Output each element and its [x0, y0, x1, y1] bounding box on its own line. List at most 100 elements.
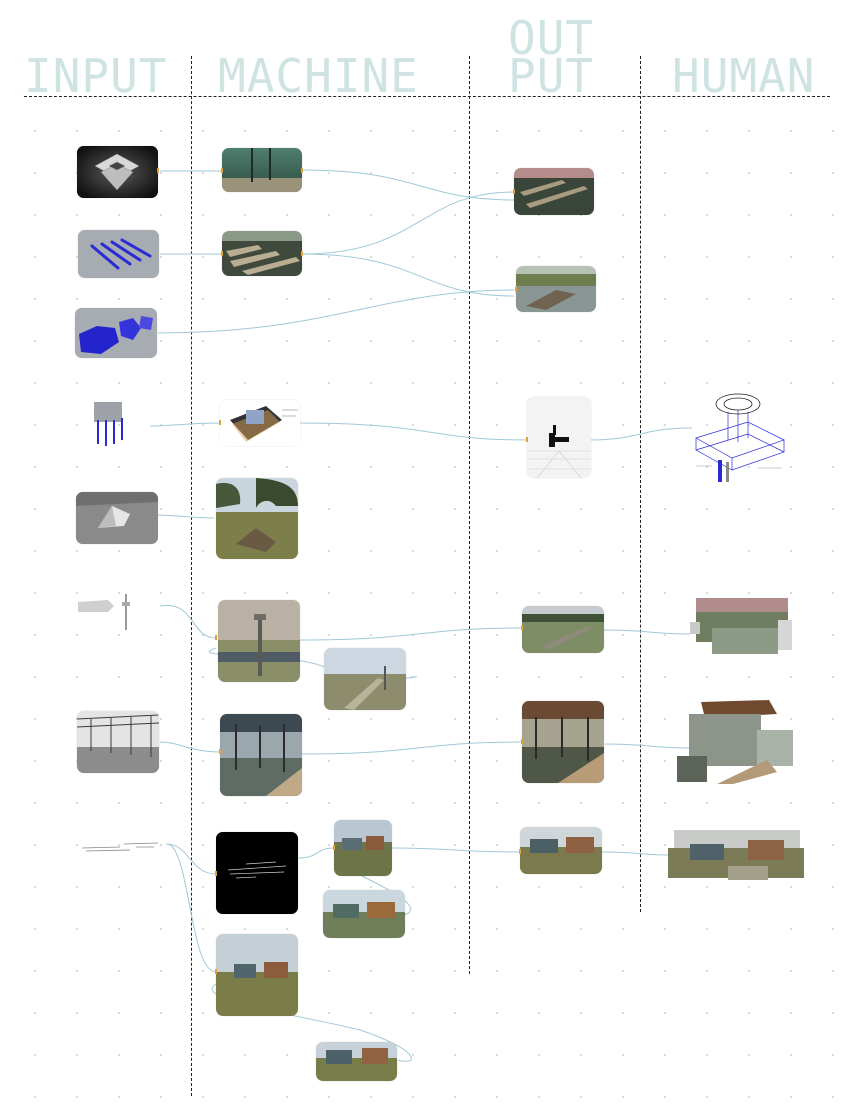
input-node-block[interactable] [75, 308, 157, 358]
annotated-axonometric-thumbnail [695, 393, 785, 482]
blue-block-model-thumbnail [75, 308, 157, 358]
output-node-marsh-structure[interactable] [516, 266, 596, 312]
link-m2-o1 [301, 191, 515, 255]
link-m7-in8 [165, 843, 217, 875]
input-node-ramp[interactable] [76, 492, 158, 544]
modular-lattice-thumbnail [77, 146, 158, 198]
dark-line-render-thumbnail [216, 832, 298, 914]
input-node-pavilion-wireframe[interactable] [77, 711, 159, 773]
link-m8-in8 [167, 843, 217, 973]
human-node-axonometric[interactable] [692, 388, 788, 490]
connector-port[interactable] [215, 969, 217, 974]
stacked-pavilion-grass-thumbnail [216, 934, 298, 1016]
line-sketch-thumbnail [81, 842, 159, 852]
link-m3-in4 [149, 422, 221, 427]
machine-node-underwater-pier[interactable] [222, 148, 302, 192]
link-m6-in7 [159, 741, 221, 753]
column-header-output-top: OUT [508, 11, 595, 65]
link-m4-in5 [157, 514, 215, 519]
output-node-oyster-rows[interactable] [514, 168, 594, 215]
link-o3-h1 [589, 427, 693, 441]
connector-port[interactable] [519, 849, 521, 854]
connector-port[interactable] [515, 287, 517, 292]
column-header-human: HUMAN [672, 49, 816, 103]
connector-port[interactable] [219, 749, 221, 754]
input-node-tower-frame[interactable] [90, 400, 130, 448]
ramp-shelter-thumbnail [76, 492, 158, 544]
machine-node-dark-render[interactable] [216, 832, 298, 914]
stacked-pavilion-wide-thumbnail [316, 1042, 397, 1081]
stacked-pavilion-thumbnail [334, 820, 392, 876]
human-node-marsh-collage[interactable] [690, 598, 792, 654]
column-header-output-bottom: PUT [508, 49, 595, 103]
column-header-machine: MACHINE [218, 49, 419, 103]
input-node-rails[interactable] [78, 230, 159, 278]
underwater-pier-thumbnail [222, 148, 302, 192]
machine-node-pavilion-grass[interactable] [216, 934, 298, 1016]
connector-port[interactable] [526, 437, 528, 442]
connector-port[interactable] [521, 625, 523, 630]
machine-node-stacked-pavilion-water[interactable] [323, 890, 405, 938]
covered-boardwalk-thumbnail [220, 714, 302, 796]
connector-port[interactable] [333, 845, 335, 850]
column-divider-input-machine [191, 56, 192, 1096]
machine-node-tower-sheet[interactable] [220, 400, 300, 446]
machine-node-pavilion-wide[interactable] [316, 1042, 397, 1081]
input-node-boat-sketch[interactable] [78, 592, 134, 632]
output-node-figure-grid[interactable] [527, 397, 591, 478]
marsh-dock-thumbnail [522, 606, 604, 653]
oyster-bed-marsh-thumbnail [222, 231, 302, 276]
connector-port[interactable] [215, 635, 217, 640]
machine-node-live-oak[interactable] [216, 478, 298, 559]
connector-port[interactable] [215, 871, 217, 876]
connector-port[interactable] [301, 251, 303, 256]
link-m7b-o6 [391, 847, 521, 853]
marsh-pole-thumbnail [218, 600, 300, 682]
link-m5-in6 [159, 604, 217, 639]
machine-node-oyster-marsh[interactable] [222, 231, 302, 276]
link-m6-o5 [301, 741, 523, 755]
column-divider-output-human [640, 56, 641, 912]
link-o5-h3 [604, 743, 691, 749]
blue-tower-frame-thumbnail [94, 402, 123, 446]
connector-port[interactable] [157, 168, 159, 173]
connector-port[interactable] [219, 420, 221, 425]
live-oak-marsh-thumbnail [216, 478, 298, 559]
connector-port[interactable] [521, 739, 523, 744]
link-o4-h2 [603, 629, 691, 635]
machine-node-covered-boardwalk[interactable] [220, 714, 302, 796]
link-m5-o4 [299, 627, 523, 641]
link-o6-h4 [601, 851, 669, 856]
column-divider-machine-output [469, 56, 470, 974]
covered-walk-thumbnail [522, 701, 604, 783]
pavilion-collage-thumbnail [668, 830, 804, 880]
output-node-covered-walk[interactable] [522, 701, 604, 783]
machine-node-marsh-boardwalk[interactable] [324, 648, 406, 710]
machine-node-stacked-pavilion[interactable] [334, 820, 392, 876]
boat-and-pole-thumbnail [78, 594, 130, 630]
oyster-rows-dusk-thumbnail [514, 168, 594, 215]
pavilion-wireframe-thumbnail [77, 711, 159, 773]
tower-diagram-sheet-thumbnail [220, 400, 300, 446]
stacked-pavilion-water-thumbnail [323, 890, 405, 938]
connector-port[interactable] [301, 168, 303, 173]
link-m2-o2 [301, 253, 515, 297]
connector-port[interactable] [221, 168, 223, 173]
header-divider-line [24, 96, 830, 97]
human-node-pavilion-collage[interactable] [668, 826, 804, 882]
machine-node-marsh-pole[interactable] [218, 600, 300, 682]
structure-in-marsh-thumbnail [516, 266, 596, 312]
column-header-input: INPUT [24, 49, 168, 103]
connector-port[interactable] [513, 189, 515, 194]
covered-walk-collage-thumbnail [677, 700, 793, 784]
human-node-walk-collage[interactable] [677, 700, 793, 784]
input-node-line-sketch[interactable] [80, 838, 160, 856]
blue-rail-models-thumbnail [78, 230, 159, 278]
input-node-lattice[interactable] [77, 146, 158, 198]
output-node-marsh-dock[interactable] [522, 606, 604, 653]
connector-port[interactable] [221, 251, 223, 256]
marsh-dock-collage-thumbnail [690, 598, 792, 654]
link-m3-o3 [299, 422, 527, 441]
output-node-stacked-pavilion[interactable] [520, 827, 602, 874]
link-m7-m7b [297, 847, 335, 859]
